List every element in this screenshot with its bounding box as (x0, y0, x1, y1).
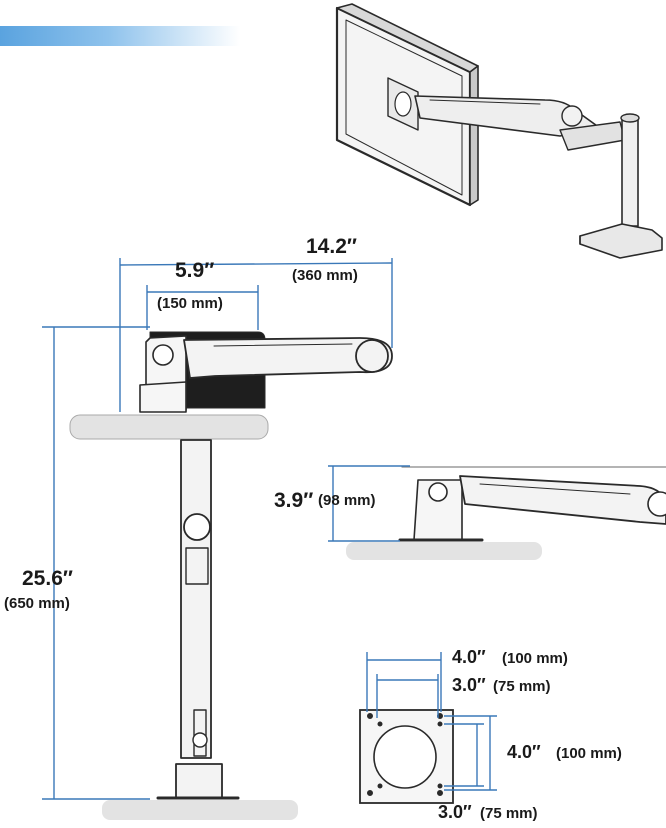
vesa-plate (359, 709, 454, 804)
vesa-top-outer-mm: (100 mm) (502, 650, 568, 667)
clamp-height-mm: (98 mm) (318, 492, 376, 509)
vesa-bottom-inner-inches: 3.0″ (438, 802, 472, 822)
vesa-top-outer-inches: 4.0″ (452, 647, 486, 667)
dimension-lines (42, 258, 497, 800)
side-view-arm (69, 331, 393, 820)
reach-total-inches: 14.2″ (306, 235, 357, 258)
reach-arm-mm: (150 mm) (157, 295, 223, 312)
height-total-inches: 25.6″ (22, 567, 73, 590)
vesa-right-outer-mm: (100 mm) (556, 745, 622, 762)
reach-arm-inches: 5.9″ (175, 259, 215, 282)
vesa-top-inner-mm: (75 mm) (493, 678, 551, 695)
monitor-arm-illustration (335, 3, 663, 259)
clamp-height-inches: 3.9″ (274, 489, 314, 512)
clamp-detail (346, 466, 666, 560)
header-banner (0, 26, 240, 46)
height-total-mm: (650 mm) (4, 595, 70, 612)
reach-total-mm: (360 mm) (292, 267, 358, 284)
vesa-top-inner-inches: 3.0″ (452, 675, 486, 695)
vesa-right-outer-inches: 4.0″ (507, 742, 541, 762)
vesa-bottom-inner-mm: (75 mm) (480, 805, 538, 822)
